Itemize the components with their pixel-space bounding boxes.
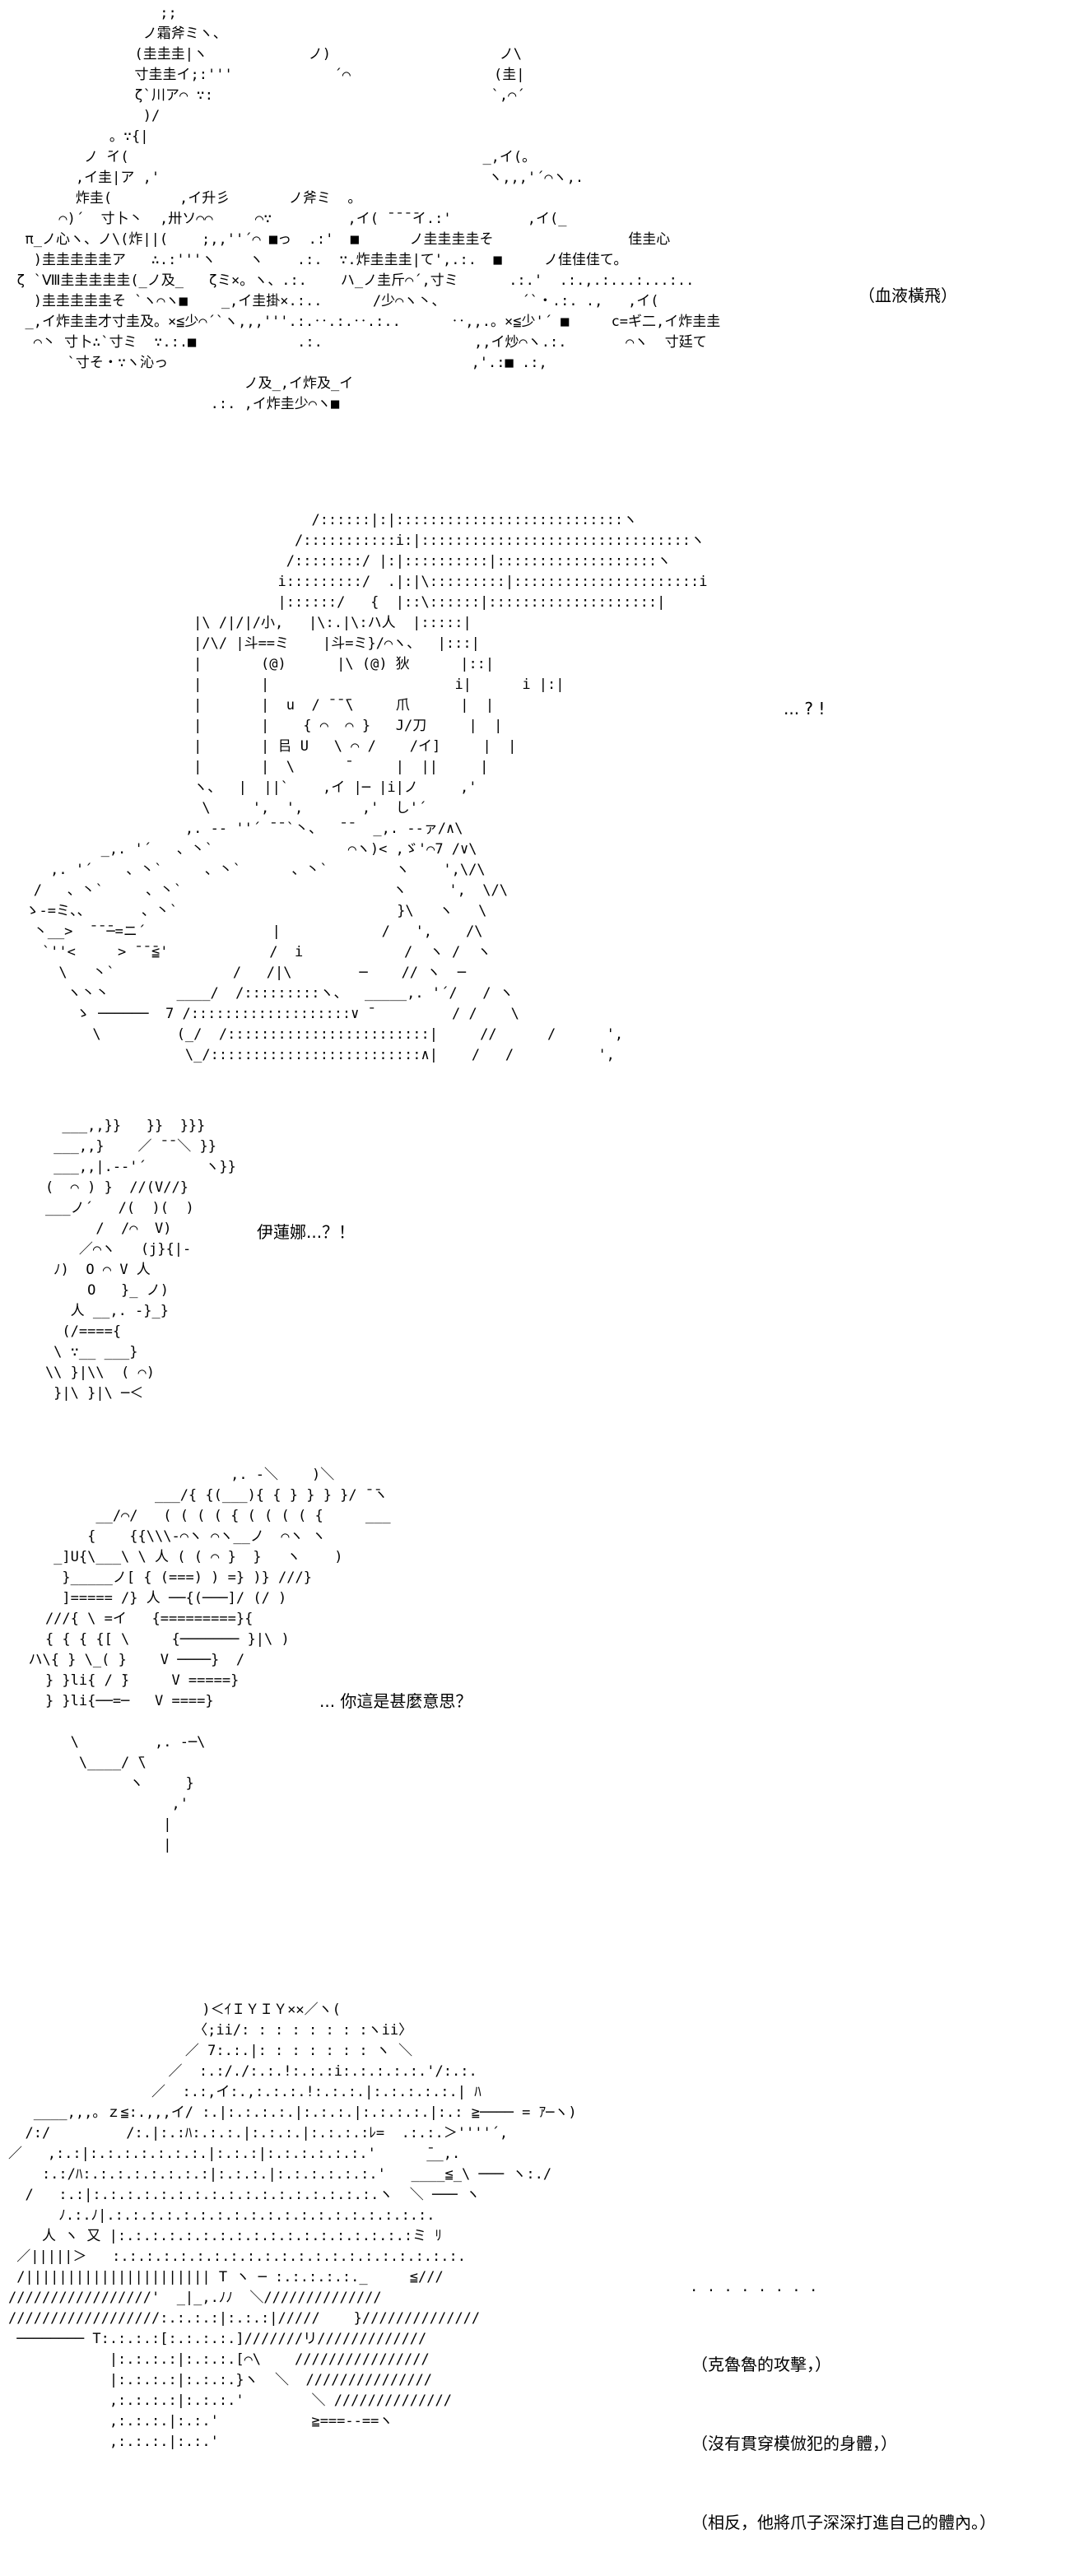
narration-ellipsis: . . . . . . . .: [691, 2276, 820, 2295]
dialogue-elena-name-call: 伊蓮娜...？！: [257, 1222, 356, 1242]
ascii-art-elena-reaction: ___,,}} }} }}} ___,,} ／ ̄ ̄ ＼ }} ___,,|.…: [44, 1118, 236, 1402]
narration-block-self-attack: . . . . . . . . （克魯魯的攻擊，） （沒有貫穿模倣犯的身體，） …: [691, 2232, 996, 2576]
narration-no-pierce: （沒有貫穿模倣犯的身體，）: [691, 2434, 897, 2453]
narration-attack: （克魯魯的攻擊，）: [691, 2355, 831, 2374]
dialogue-kururu-surprised: ... ? !: [784, 699, 826, 718]
ascii-art-mimic-figure: ,. ‐＼ )＼ ___/{ {(___){ { } } } }/ ̄ ̄ヽ _…: [28, 1467, 391, 1853]
ascii-art-blood-splatter: ;; ノ霜斧ミヽ、 (圭圭圭|ヽ ノ) ノ\ 寸圭圭イ;:''' ´⌒ (圭| …: [16, 5, 721, 412]
dialogue-mimic-question: ... 你這是甚麼意思？: [319, 1691, 472, 1711]
caption-blood-splatter: （血液橫飛）: [858, 286, 957, 305]
narration-self-claw: （相反，他將爪子深深打進自己的體內。）: [691, 2513, 996, 2532]
ascii-art-kururu-surprised: /::::::|:|:::::::::::::::::::::::::::ヽ /…: [25, 512, 708, 1063]
ascii-art-kururu-self-attack: )＜ｲＩＹＩＹ×✕／ヽ( 〈;ii/: : : : : : : :ヽii〉 ／ …: [8, 2002, 577, 2450]
